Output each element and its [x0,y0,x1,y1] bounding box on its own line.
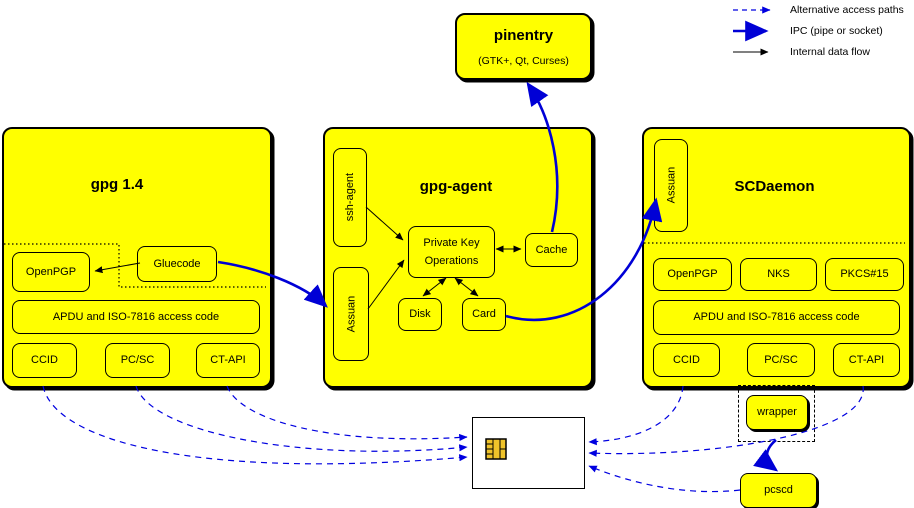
edge-gpg14-ctapi-to-card [226,385,468,442]
card-label: Card [472,308,496,321]
edge-gpg14-ccid-to-card [42,385,468,465]
gpg-agent-title: gpg-agent [419,178,493,195]
pinentry-subtitle: (GTK+, Qt, Curses) [478,55,569,67]
gpg14-ctapi-label: CT-API [210,354,246,367]
legend-internal-label: Internal data flow [790,46,870,58]
gpg14-ccid-node: CCID [12,343,77,378]
edge-wrapper-to-pcscd [753,439,779,472]
scdaemon-pkcs15-node: PKCS#15 [825,258,904,291]
scdaemon-nks-node: NKS [740,258,817,291]
pko-line2: Operations [424,255,479,267]
gpg-agent-cache-node: Cache [525,233,578,267]
gpg-agent-private-key-operations-node: Private Key Operations [408,226,495,278]
pcscd-label: pcscd [764,484,793,497]
scdaemon-openpgp-label: OpenPGP [667,268,718,281]
gpg14-ctapi-node: CT-API [196,343,260,378]
wrapper-node: wrapper [746,395,808,430]
gpg-agent-disk-node: Disk [398,298,442,331]
edge-scdaemon-ctapi-to-card [588,385,864,457]
legend-alternative-label: Alternative access paths [790,4,904,16]
pko-line1: Private Key [423,236,480,249]
scdaemon-openpgp-node: OpenPGP [653,258,732,291]
gpg14-apdu-node: APDU and ISO-7816 access code [12,300,260,334]
gpg14-openpgp-node: OpenPGP [12,252,90,292]
gpg14-gluecode-node: Gluecode [137,246,217,282]
scdaemon-assuan-label: Assuan [664,167,677,204]
pinentry-title: pinentry [493,27,554,44]
gpg14-title: gpg 1.4 [90,176,144,193]
gpg14-pcsc-label: PC/SC [120,354,155,367]
wrapper-label: wrapper [757,406,797,419]
gpg-agent-assuan-node: Assuan [333,267,369,361]
scdaemon-assuan-node: Assuan [654,139,688,232]
scdaemon-apdu-label: APDU and ISO-7816 access code [693,311,860,324]
scdaemon-ccid-label: CCID [673,353,700,366]
pcscd-node: pcscd [740,473,817,508]
edge-gpg14-pcsc-to-card [135,385,468,452]
scdaemon-nks-label: NKS [767,268,790,281]
gpg-agent-card-node: Card [462,298,506,331]
legend-ipc-label: IPC (pipe or socket) [790,25,883,37]
smartcard-chip-icon [485,438,507,460]
scdaemon-title: SCDaemon [734,178,815,195]
edge-pcscd-to-card [588,465,741,493]
scdaemon-pcsc-node: PC/SC [747,343,815,377]
scdaemon-apdu-node: APDU and ISO-7816 access code [653,300,900,335]
scdaemon-ccid-node: CCID [653,343,720,377]
smartcard [472,417,585,489]
cache-label: Cache [535,243,568,256]
scdaemon-ctapi-node: CT-API [833,343,900,377]
gpg-agent-assuan-label: Assuan [344,295,357,333]
gpg14-gluecode-label: Gluecode [153,257,201,270]
gpg14-openpgp-label: OpenPGP [25,265,77,278]
disk-label: Disk [409,308,431,321]
gpg14-ccid-label: CCID [31,354,58,367]
gpg-agent-ssh-agent-label: ssh-agent [343,173,356,222]
edge-scdaemon-ccid-to-card [588,385,684,446]
gpg14-apdu-label: APDU and ISO-7816 access code [52,310,220,323]
scdaemon-ctapi-label: CT-API [848,353,885,366]
gpg-agent-ssh-agent-node: ssh-agent [333,148,367,247]
scdaemon-pcsc-label: PC/SC [764,353,798,366]
pinentry-box: pinentry (GTK+, Qt, Curses) [455,13,592,80]
scdaemon-pkcs15-label: PKCS#15 [840,268,889,281]
gpg14-pcsc-node: PC/SC [105,343,170,378]
